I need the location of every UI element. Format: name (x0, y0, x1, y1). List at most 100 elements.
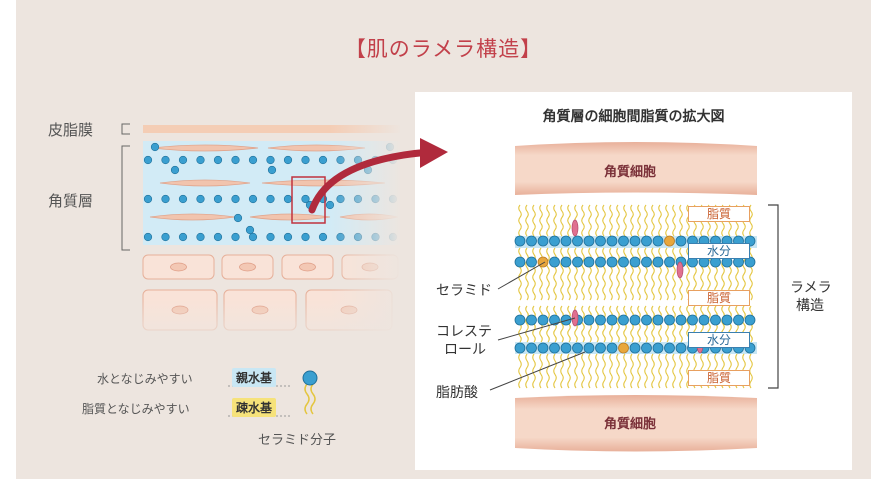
lipid-bead (283, 232, 293, 242)
lipid-label-1: 脂質 (688, 206, 750, 222)
lipid-tail (518, 247, 522, 301)
lipid-tail (532, 353, 536, 389)
ceramide-head (606, 256, 618, 268)
sebum-film (143, 125, 400, 133)
cholesterol-callout-line2: ロール (444, 342, 486, 358)
lipid-tail (525, 305, 529, 343)
ceramide-head (629, 256, 641, 268)
lipid-bead (233, 213, 243, 223)
cholesterol (676, 261, 684, 279)
arrow-head (420, 138, 448, 168)
lipid-tail (546, 247, 550, 301)
lipid-bead (248, 232, 258, 242)
lipid-tail (630, 204, 634, 237)
ceramide-callout: セラミド (436, 283, 492, 299)
ceramide-head (652, 314, 664, 326)
lipid-tail (658, 247, 662, 301)
lipid-tail (588, 353, 592, 389)
ceramide-head (641, 256, 652, 268)
lipid-bead (231, 194, 240, 204)
lamella-bracket (768, 204, 779, 389)
lipid-tail (609, 247, 613, 301)
lipid-tail (623, 247, 627, 301)
lipid-bead (178, 155, 188, 165)
ceramide-head (514, 235, 526, 247)
lipid-tail (539, 353, 543, 389)
lipid-bead (248, 194, 258, 204)
ceramide-head (560, 314, 572, 326)
lipid-tail (518, 204, 522, 237)
lipid-tail (567, 247, 571, 301)
lipid-bead (196, 194, 205, 204)
ceramide-head (641, 235, 652, 247)
ceramide-head (629, 314, 641, 326)
lipid-tail (546, 353, 550, 389)
ceramide-head (606, 314, 618, 326)
cell-nucleus (299, 262, 316, 272)
lipid-bead (318, 155, 328, 165)
lipid-tail (651, 305, 655, 343)
lipid-tail (665, 247, 669, 301)
lipid-tail (588, 247, 592, 301)
ceramide-head (629, 342, 641, 354)
lipid-tail (581, 305, 585, 343)
lipid-tail (679, 204, 683, 237)
ceramide-head (560, 256, 572, 268)
lipid-tail (553, 247, 557, 301)
lipid-bead (161, 155, 170, 165)
hydrophobic-desc: 脂質となじみやすい (82, 402, 190, 416)
ceramide-head (514, 256, 526, 268)
ceramide-head (733, 314, 744, 326)
lipid-tail (651, 247, 655, 301)
lipid-tail (581, 204, 585, 237)
lipid-tail (658, 204, 662, 237)
lipid-tail (616, 353, 620, 389)
lipid-label-3: 脂質 (688, 370, 750, 386)
lipid-tail (581, 353, 585, 389)
lipid-tail (637, 204, 641, 237)
lipid-tail (672, 204, 676, 237)
hydrophilic-desc: 水となじみやすい (97, 372, 193, 386)
ceramide-head (664, 314, 675, 326)
lipid-tail (637, 353, 641, 389)
fatty-acid-head (618, 342, 629, 354)
ceramide-head (549, 256, 560, 268)
lipid-bead (213, 194, 223, 204)
lipid-bead (178, 194, 188, 204)
lipid-tail (539, 204, 543, 237)
lipid-bead (267, 165, 277, 175)
ceramide-head (526, 314, 537, 326)
lipid-bead (231, 155, 240, 165)
ceramide-head (560, 235, 572, 247)
ceramide-head (572, 342, 583, 354)
lipid-tail (651, 204, 655, 237)
ceramide-head (595, 314, 606, 326)
lipid-tail (644, 353, 648, 389)
lipid-tail (616, 204, 620, 237)
corneocyte-bottom (515, 395, 757, 452)
lipid-tail (630, 353, 634, 389)
ceramide-head (526, 235, 537, 247)
ceramide-head (641, 314, 652, 326)
lipid-tail (595, 247, 599, 301)
ceramide-head (618, 235, 629, 247)
ceramide-head (595, 235, 606, 247)
lipid-bead (143, 232, 153, 242)
ceramide-head (606, 235, 618, 247)
ceramide-head (618, 314, 629, 326)
lipid-bead (283, 155, 293, 165)
corneocyte-bottom-label: 角質細胞 (604, 417, 657, 432)
skin-cross-section (140, 120, 402, 350)
lipid-bead (231, 232, 240, 242)
ceramide-head (583, 342, 595, 354)
lipid-tail (595, 204, 599, 237)
cholesterol-callout-line1: コレステ (436, 324, 492, 340)
lipid-tail (595, 353, 599, 389)
lipid-tail (623, 204, 627, 237)
water-label-1: 水分 (688, 243, 750, 259)
lipid-bead (170, 165, 180, 175)
lipid-tail (686, 204, 690, 237)
ceramide-head (537, 342, 549, 354)
